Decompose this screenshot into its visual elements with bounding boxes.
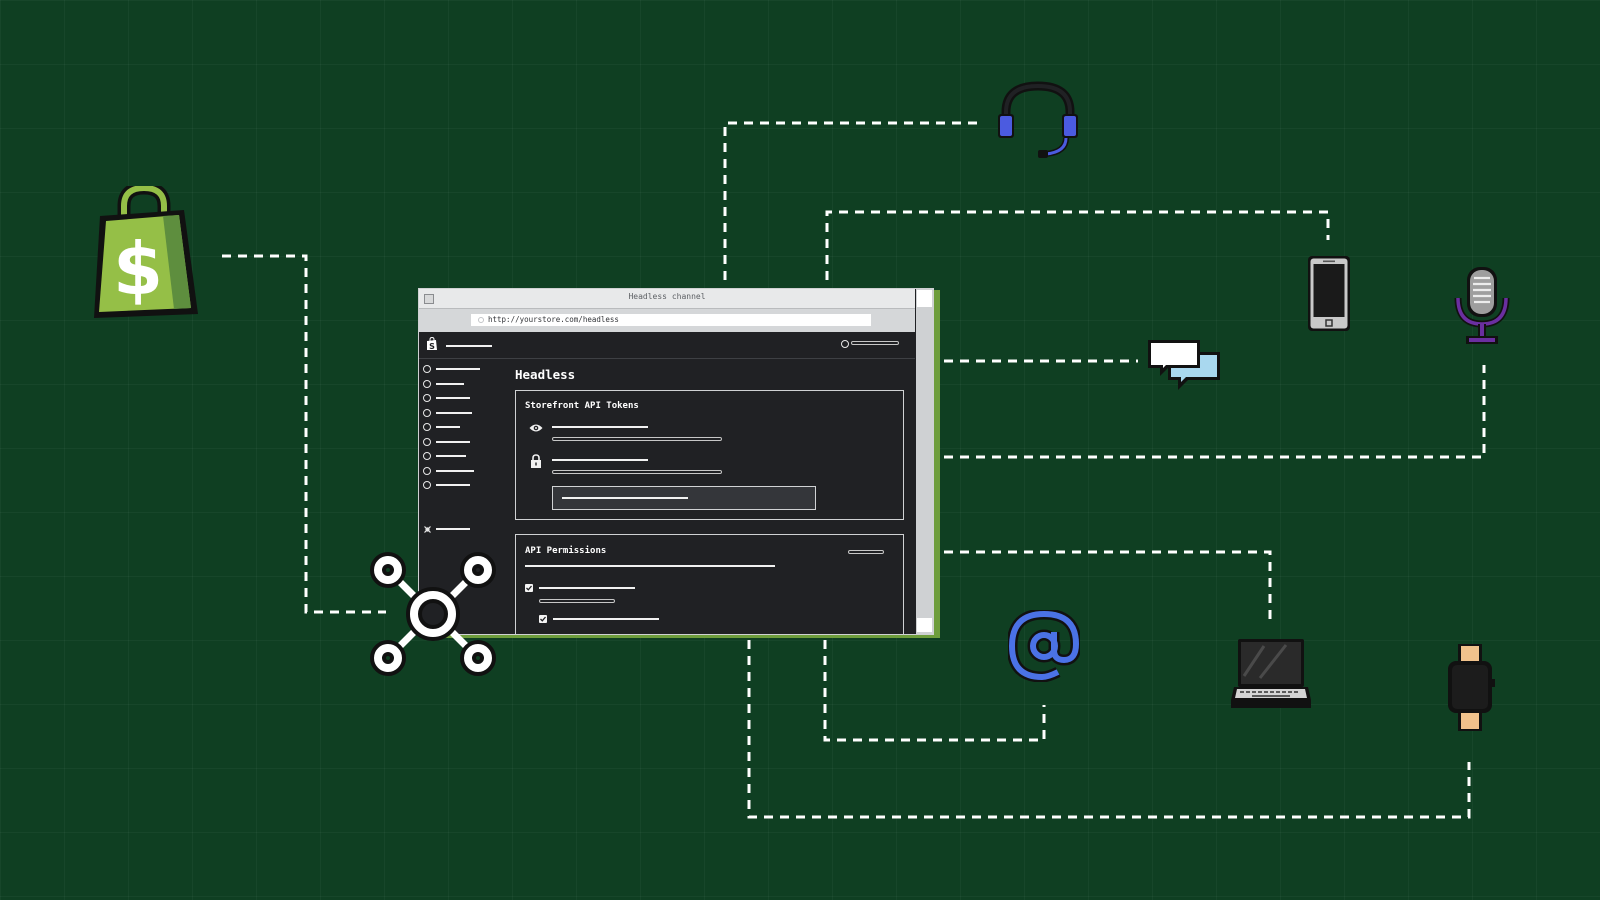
- eye-icon[interactable]: [529, 423, 543, 433]
- token-input[interactable]: [552, 486, 816, 510]
- permissions-card-title: API Permissions: [525, 546, 607, 556]
- permission-checkbox[interactable]: [539, 615, 547, 623]
- sidebar-item[interactable]: [423, 451, 483, 463]
- sidebar-item-icon: [423, 467, 431, 475]
- sidebar-item[interactable]: [423, 437, 483, 449]
- sidebar-item-icon: [423, 452, 431, 460]
- chat-bubbles-icon: [1148, 340, 1220, 390]
- svg-text:S: S: [429, 342, 435, 351]
- shop-logo-icon[interactable]: S: [426, 337, 438, 351]
- permission-detail-placeholder: [539, 599, 615, 603]
- at-sign-icon: [1008, 610, 1080, 682]
- sidebar-settings-label: [436, 528, 470, 530]
- store-name-placeholder: [446, 345, 492, 347]
- sidebar-item-icon: [423, 438, 431, 446]
- sidebar-item[interactable]: [423, 379, 483, 391]
- connector-phone: [825, 210, 1330, 280]
- account-avatar-icon[interactable]: [841, 340, 849, 348]
- scroll-down-button[interactable]: [917, 618, 932, 632]
- token-value-placeholder: [552, 437, 722, 441]
- sidebar-item-label: [436, 368, 480, 370]
- sidebar-item-icon: [423, 380, 431, 388]
- app-header: S: [419, 333, 915, 359]
- sidebar-item-label: [436, 426, 460, 428]
- browser-window: Headless channel http://yourstore.com/he…: [418, 288, 934, 635]
- url-text: http://yourstore.com/headless: [488, 315, 619, 324]
- secret-value-placeholder: [552, 470, 722, 474]
- sidebar-item[interactable]: [423, 422, 483, 434]
- sidebar-item[interactable]: [423, 393, 483, 405]
- secure-icon: [478, 317, 484, 323]
- api-hub-icon: [370, 552, 496, 676]
- connector-microphone: [944, 365, 1486, 459]
- page-title: Headless: [515, 367, 576, 382]
- connector-email: [823, 640, 1046, 742]
- connector-brand: [222, 254, 386, 614]
- permission-label-placeholder: [539, 587, 635, 589]
- permission-checkbox[interactable]: [525, 584, 533, 592]
- sidebar-item-label: [436, 397, 470, 399]
- sidebar-item[interactable]: [423, 466, 483, 478]
- sidebar-item[interactable]: [423, 364, 483, 376]
- permissions-action-placeholder[interactable]: [848, 550, 884, 554]
- headset-icon: [998, 81, 1078, 158]
- title-bar[interactable]: Headless channel: [419, 289, 915, 309]
- scrollbar[interactable]: [916, 289, 933, 634]
- scroll-up-button[interactable]: [917, 290, 932, 307]
- sidebar-item-icon: [423, 481, 431, 489]
- sidebar-item[interactable]: [423, 408, 483, 420]
- sidebar-item-icon: [423, 409, 431, 417]
- connector-laptop: [944, 550, 1272, 625]
- plugin-icon: [424, 526, 431, 533]
- account-name-placeholder: [851, 341, 899, 345]
- token-input-placeholder: [562, 497, 688, 499]
- window-title: Headless channel: [628, 292, 706, 301]
- smartwatch-icon: [1448, 644, 1495, 731]
- microphone-icon: [1454, 267, 1510, 344]
- connector-watch: [747, 640, 1471, 819]
- tokens-card-title: Storefront API Tokens: [525, 401, 639, 411]
- tokens-card: Storefront API Tokens: [515, 390, 904, 520]
- sidebar-settings-item[interactable]: [423, 524, 483, 536]
- sidebar-item-icon: [423, 423, 431, 431]
- sidebar-item-icon: [423, 394, 431, 402]
- sidebar-item-label: [436, 383, 464, 385]
- permission-label-placeholder: [553, 618, 659, 620]
- laptop-icon: [1231, 639, 1311, 708]
- sidebar-item-label: [436, 455, 466, 457]
- sidebar-item[interactable]: [423, 480, 483, 492]
- sidebar-item-label: [436, 484, 470, 486]
- secret-name-placeholder: [552, 459, 648, 461]
- permissions-description-placeholder: [525, 565, 775, 567]
- lock-icon[interactable]: [530, 454, 542, 468]
- shopping-bag-icon: $: [94, 186, 198, 318]
- sidebar-item-icon: [423, 365, 431, 373]
- smartphone-icon: [1308, 256, 1350, 331]
- svg-text:$: $: [113, 227, 163, 311]
- address-bar: http://yourstore.com/headless: [419, 309, 915, 332]
- sidebar-item-label: [436, 412, 472, 414]
- token-name-placeholder: [552, 426, 648, 428]
- connector-headset: [723, 121, 982, 280]
- sidebar-item-label: [436, 470, 474, 472]
- sidebar-item-label: [436, 441, 470, 443]
- permissions-card: API Permissions: [515, 534, 904, 634]
- window-control-button[interactable]: [424, 294, 434, 304]
- url-field[interactable]: http://yourstore.com/headless: [471, 314, 871, 326]
